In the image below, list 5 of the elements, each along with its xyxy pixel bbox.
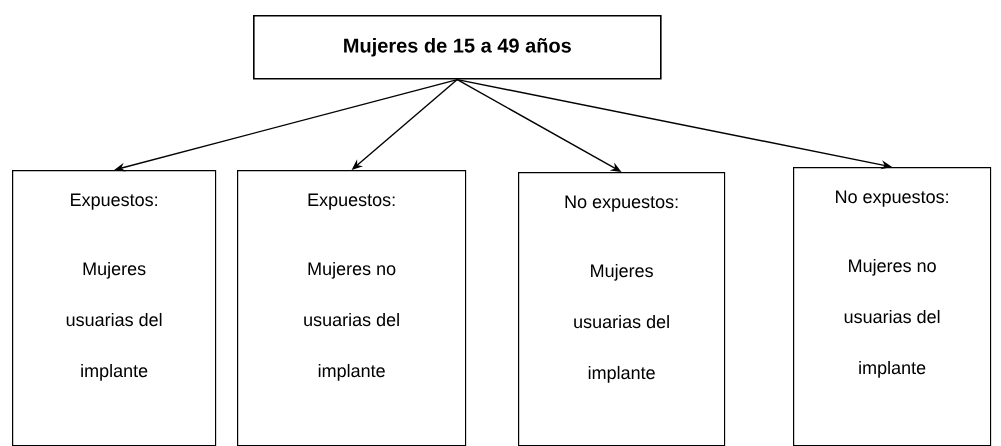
title-box: Mujeres de 15 a 49 años xyxy=(253,15,662,80)
group-box: Expuestos: Mujeres usuarias del implante xyxy=(12,170,217,446)
group-box: No expuestos: Mujeres no usuarias del implante xyxy=(793,167,992,446)
group-box: No expuestos: Mujeres usuarias del implante xyxy=(518,172,726,446)
group-box: Expuestos: Mujeres no usuarias del implante xyxy=(237,170,467,446)
